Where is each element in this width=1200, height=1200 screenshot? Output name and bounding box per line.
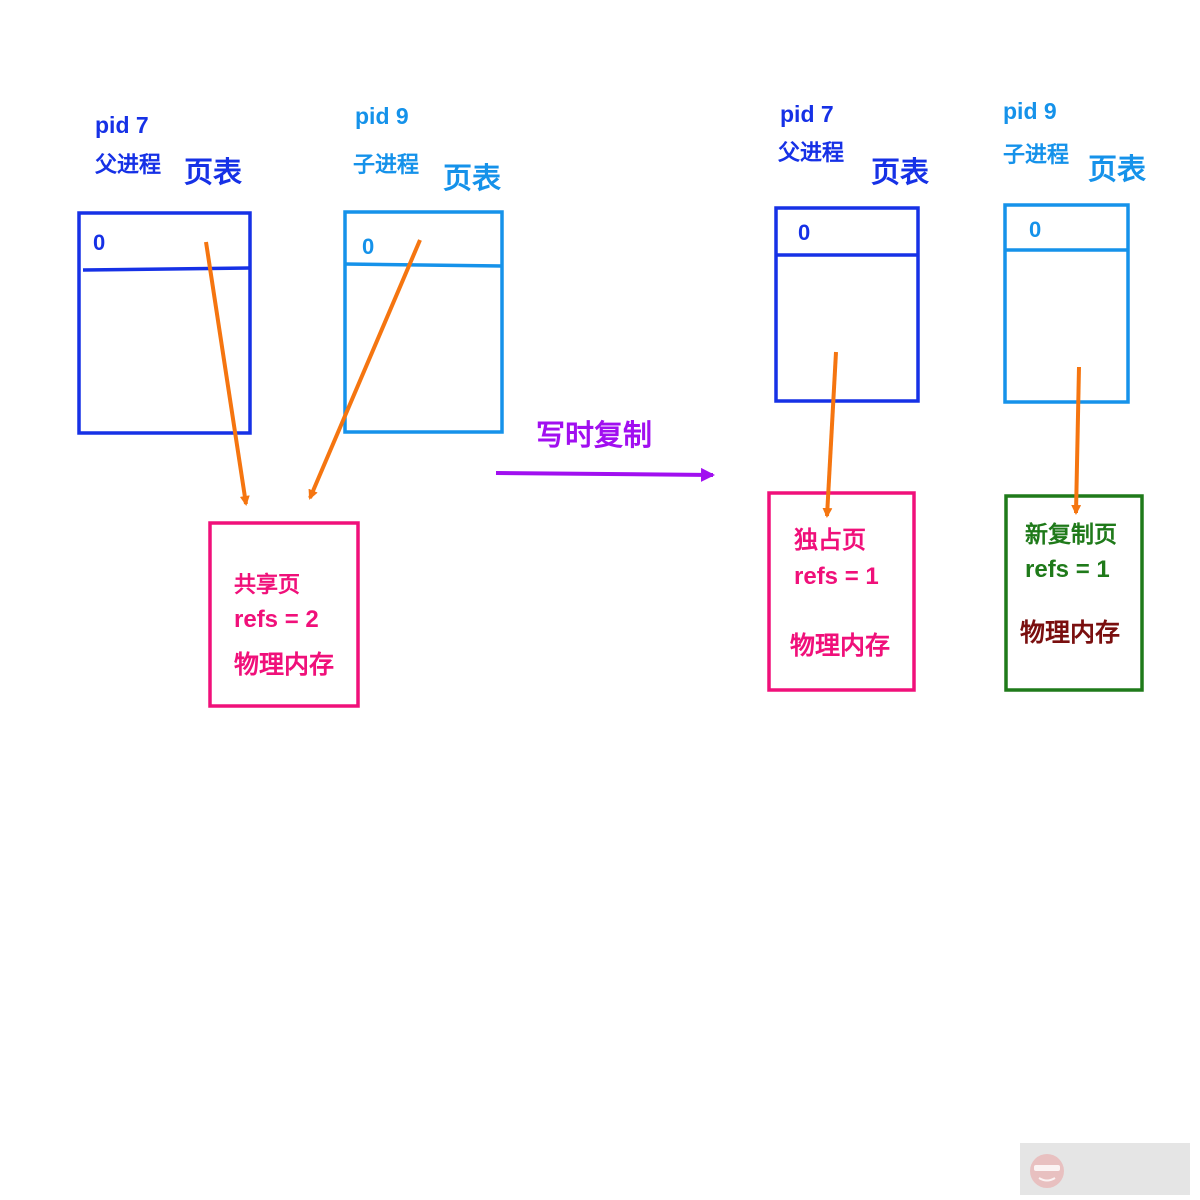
copied-page-title: 新复制页 bbox=[1025, 521, 1117, 547]
before-child-table-title: 页表 bbox=[443, 163, 502, 195]
exclusive-page-refs: refs = 1 bbox=[794, 563, 879, 590]
before-parent-role: 父进程 bbox=[95, 152, 162, 177]
after-child-role: 子进程 bbox=[1003, 142, 1070, 167]
shared-page-caption: 物理内存 bbox=[234, 651, 335, 679]
parent-to-shared-arrow bbox=[204, 241, 250, 506]
copy-on-write-label: 写时复制 bbox=[536, 420, 653, 452]
parent-to-exclusive-arrow bbox=[822, 351, 838, 518]
before-child-entry: 0 bbox=[362, 234, 375, 259]
shared-page-title: 共享页 bbox=[234, 572, 301, 597]
shared-page-refs: refs = 2 bbox=[234, 606, 319, 633]
before-parent-table-title: 页表 bbox=[184, 157, 243, 189]
mascot-logo-icon bbox=[1030, 1154, 1064, 1188]
after-child-entry: 0 bbox=[1029, 217, 1042, 242]
before-parent-page-table bbox=[77, 211, 252, 435]
exclusive-page-title: 独占页 bbox=[794, 527, 866, 554]
before-parent-pid: pid 7 bbox=[95, 112, 149, 138]
child-to-copied-arrow bbox=[1071, 366, 1082, 515]
after-parent-table-title: 页表 bbox=[871, 157, 930, 189]
after-child-table-title: 页表 bbox=[1088, 154, 1147, 186]
after-parent-page-table bbox=[774, 206, 920, 403]
copy-on-write-arrow bbox=[495, 467, 715, 482]
after-parent-entry: 0 bbox=[798, 220, 811, 245]
before-parent-entry: 0 bbox=[93, 230, 106, 255]
shared-page-box bbox=[208, 521, 360, 708]
after-child-pid: pid 9 bbox=[1003, 98, 1057, 124]
child-to-shared-arrow bbox=[308, 239, 422, 500]
after-parent-pid: pid 7 bbox=[780, 101, 834, 127]
before-child-page-table bbox=[343, 210, 504, 434]
exclusive-page-box bbox=[767, 491, 916, 692]
after-child-page-table bbox=[1003, 203, 1130, 404]
copied-page-refs: refs = 1 bbox=[1025, 556, 1110, 583]
exclusive-page-caption: 物理内存 bbox=[790, 632, 891, 660]
after-parent-role: 父进程 bbox=[778, 140, 845, 165]
copied-page-caption: 物理内存 bbox=[1020, 619, 1121, 647]
copied-page-box bbox=[1004, 494, 1144, 692]
before-child-role: 子进程 bbox=[353, 152, 420, 177]
before-child-pid: pid 9 bbox=[355, 103, 409, 129]
